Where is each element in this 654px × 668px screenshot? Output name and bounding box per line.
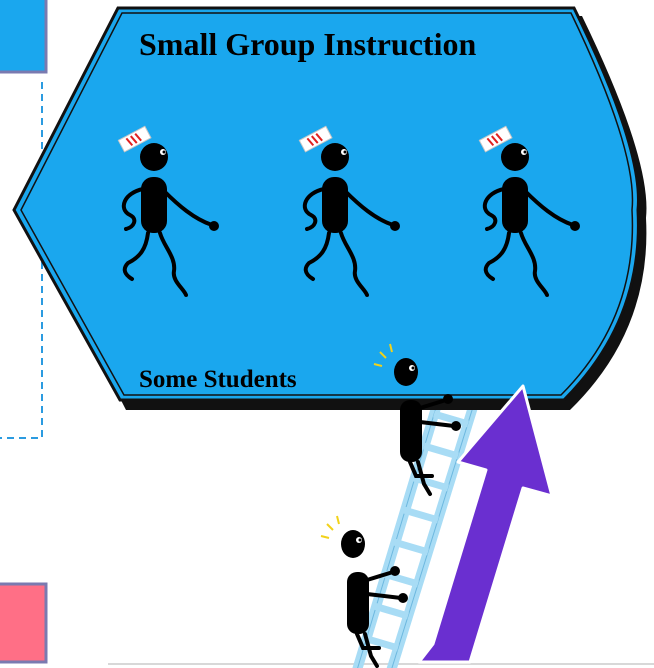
up-arrow-icon [417, 384, 554, 664]
hexagon-inner-border [20, 12, 634, 396]
dashed-frame [0, 82, 43, 439]
left-box-top [0, 0, 48, 74]
group-caption: Some Students [139, 366, 297, 393]
section-title: Small Group Instruction [139, 26, 476, 62]
left-box-bottom [0, 582, 48, 664]
